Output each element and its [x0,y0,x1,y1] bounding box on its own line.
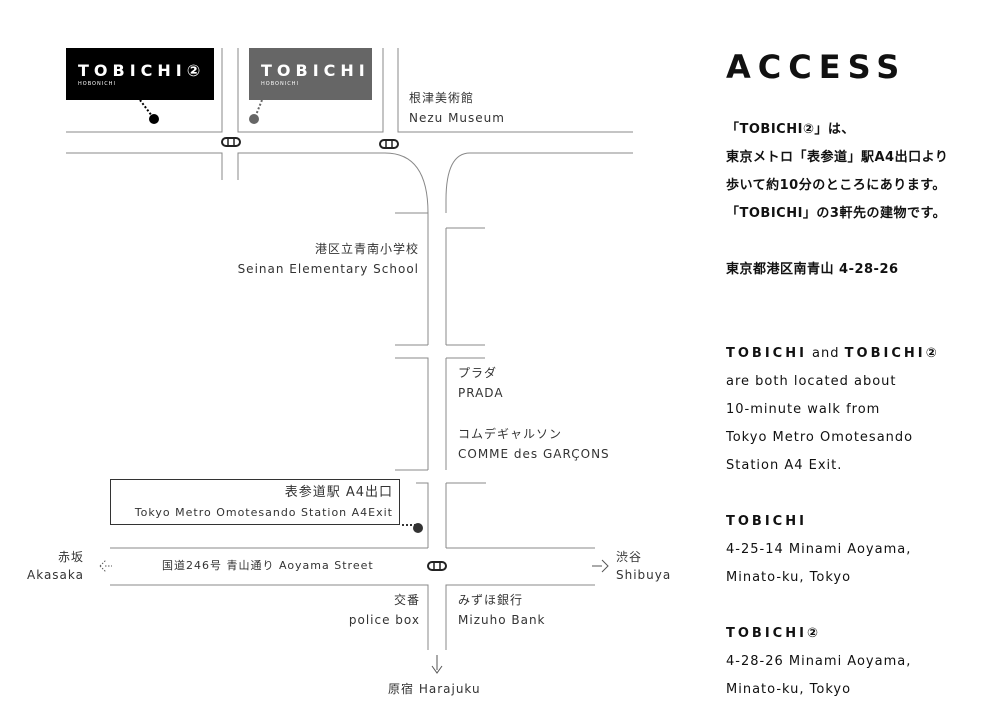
tobichi-logo[interactable]: TOBICHI HOBONICHI [249,48,372,100]
shibuya-label: 渋谷 Shibuya [616,550,672,582]
tobichi2-address: TOBICHI② 4-28-26 Minami Aoyama, Minato-k… [726,626,912,697]
harajuku-label: 原宿 Harajuku [388,682,481,696]
nezu-label: 根津美術館 Nezu Museum [409,91,505,125]
seinan-label: 港区立青南小学校 Seinan Elementary School [237,242,419,276]
tobichi-address: TOBICHI 4-25-14 Minami Aoyama, Minato-ku… [726,514,912,585]
cdg-label: コムデギャルソン COMME des GARÇONS [458,427,610,461]
access-map: TOBICHI② HOBONICHI TOBICHI HOBONICHI 根津美… [27,48,672,696]
en-description: TOBICHI and TOBICHI② are both located ab… [726,346,940,473]
map-roads [66,48,633,674]
akasaka-label: 赤坂 Akasaka [27,550,84,582]
prada-label: プラダ PRADA [458,366,504,400]
access-title: ACCESS [726,48,907,86]
ja-description: 「TOBICHI②」は、 東京メトロ「表参道」駅A4出口より 歩いて約10分のと… [726,122,949,221]
mizuho-label: みずほ銀行 Mizuho Bank [458,593,546,627]
tobichi2-logo[interactable]: TOBICHI② HOBONICHI [66,48,214,100]
ja-address: 東京都港区南青山 4-28-26 [726,262,899,277]
station-exit-box[interactable]: 表参道駅 A4出口 Tokyo Metro Omotesando Station… [110,479,400,525]
police-label: 交番 police box [348,593,420,627]
street-label: 国道246号 青山通り Aoyama Street [162,559,374,572]
access-info: ACCESS 「TOBICHI②」は、 東京メトロ「表参道」駅A4出口より 歩い… [726,0,996,700]
